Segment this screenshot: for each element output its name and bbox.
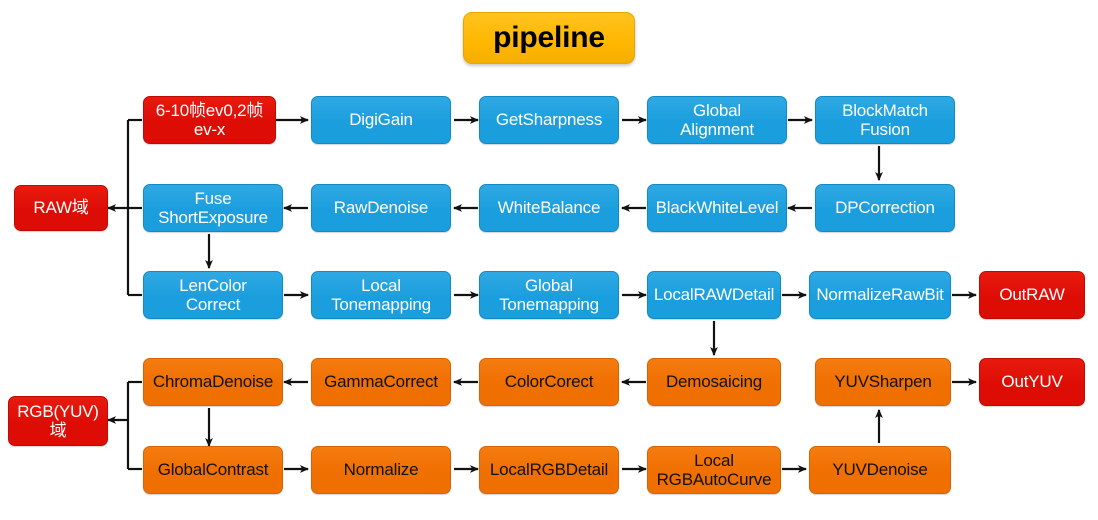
node-blackwhitelevel[interactable]: BlackWhiteLevel <box>647 184 787 232</box>
node-yuvdenoise[interactable]: YUVDenoise <box>809 446 951 494</box>
node-rawdenoise[interactable]: RawDenoise <box>311 184 451 232</box>
node-outraw[interactable]: OutRAW <box>979 271 1085 319</box>
node-outyuv[interactable]: OutYUV <box>979 358 1085 406</box>
node-frames-input[interactable]: 6-10帧ev0,2帧 ev-x <box>143 96 276 144</box>
node-localrawdetail[interactable]: LocalRAWDetail <box>647 271 781 319</box>
node-normalize[interactable]: Normalize <box>311 446 451 494</box>
node-local-tonemapping[interactable]: Local Tonemapping <box>311 271 451 319</box>
node-globalcontrast[interactable]: GlobalContrast <box>143 446 283 494</box>
node-blockmatch-fusion[interactable]: BlockMatch Fusion <box>815 96 955 144</box>
node-global-tonemapping[interactable]: Global Tonemapping <box>479 271 619 319</box>
node-getsharpness[interactable]: GetSharpness <box>479 96 619 144</box>
node-global-alignment[interactable]: Global Alignment <box>647 96 787 144</box>
node-digigain[interactable]: DigiGain <box>311 96 451 144</box>
node-colorcorect[interactable]: ColorCorect <box>479 358 619 406</box>
diagram-title: pipeline <box>463 12 635 64</box>
node-yuvsharpen[interactable]: YUVSharpen <box>815 358 951 406</box>
node-demosaicing[interactable]: Demosaicing <box>647 358 781 406</box>
stage-label-rgb-yuv-domain: RGB(YUV) 域 <box>8 396 108 446</box>
node-fuse-shortexposure[interactable]: Fuse ShortExposure <box>143 184 283 232</box>
stage-label-raw-domain: RAW域 <box>14 185 108 231</box>
node-localrgbdetail[interactable]: LocalRGBDetail <box>479 446 619 494</box>
node-chromadenoise[interactable]: ChromaDenoise <box>143 358 283 406</box>
node-gammacorrect[interactable]: GammaCorrect <box>311 358 451 406</box>
node-whitebalance[interactable]: WhiteBalance <box>479 184 619 232</box>
node-normalizerawbit[interactable]: NormalizeRawBit <box>809 271 951 319</box>
node-local-rgbautocurve[interactable]: Local RGBAutoCurve <box>647 446 781 494</box>
node-lencolorcorrect[interactable]: LenColor Correct <box>143 271 283 319</box>
node-dpcorrection[interactable]: DPCorrection <box>815 184 955 232</box>
